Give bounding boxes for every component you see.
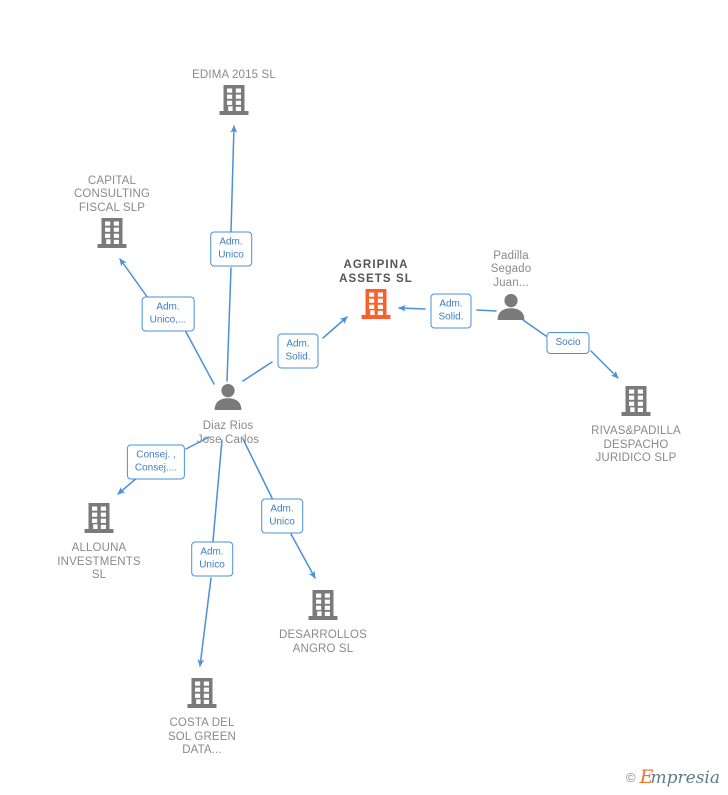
brand-name: mpresia	[650, 768, 721, 788]
edge-label-padilla-to-agripina[interactable]: Adm. Solid.	[430, 293, 472, 329]
edge-diaz-to-allouna-lower	[117, 476, 139, 495]
node-label-rivas: RIVAS&PADILLA DESPACHO JURIDICO SLP	[591, 425, 681, 464]
node-label-agripina: AGRIPINA ASSETS SL	[339, 259, 413, 285]
node-label-diaz: Diaz Rios Jose Carlos	[196, 420, 260, 446]
copyright-symbol: ©	[626, 769, 636, 785]
company-building-icon[interactable]	[566, 385, 706, 422]
edge-label-diaz-to-desarrollos[interactable]: Adm. Unico	[261, 498, 303, 534]
edge-label-diaz-to-allouna[interactable]: Consej. , Consej....	[126, 444, 186, 480]
node-edima[interactable]: EDIMA 2015 SL	[164, 69, 304, 122]
edge-diaz-to-edima-upper	[230, 125, 238, 232]
brand-initial: E	[639, 766, 654, 788]
edge-padilla-to-rivas-lower	[590, 350, 619, 379]
node-padilla[interactable]: Padilla Segado Juan...	[441, 250, 581, 328]
edge-label-diaz-to-agripina[interactable]: Adm. Solid.	[277, 333, 319, 369]
edge-diaz-to-edima-lower	[226, 267, 232, 382]
node-label-edima: EDIMA 2015 SL	[192, 68, 276, 81]
node-allouna[interactable]: ALLOUNA INVESTMENTS SL	[29, 502, 169, 583]
company-building-icon[interactable]	[132, 677, 272, 714]
node-capital[interactable]: CAPITAL CONSULTING FISCAL SLP	[42, 175, 182, 255]
company-building-icon[interactable]	[253, 589, 393, 626]
node-label-padilla: Padilla Segado Juan...	[490, 249, 532, 289]
edge-diaz-to-capital-lower	[185, 331, 215, 385]
company-building-icon[interactable]	[306, 288, 446, 325]
company-building-icon[interactable]	[29, 502, 169, 539]
node-diaz[interactable]: Diaz Rios Jose Carlos	[158, 382, 298, 447]
node-agripina[interactable]: AGRIPINA ASSETS SL	[306, 259, 446, 325]
node-rivas[interactable]: RIVAS&PADILLA DESPACHO JURIDICO SLP	[566, 385, 706, 466]
edge-diaz-to-costa-lower	[197, 577, 212, 667]
node-desarrollos[interactable]: DESARROLLOS ANGRO SL	[253, 589, 393, 656]
edge-diaz-to-capital-upper	[119, 258, 149, 299]
node-label-allouna: ALLOUNA INVESTMENTS SL	[57, 542, 141, 581]
edge-diaz-to-agripina-lower	[242, 361, 273, 382]
edge-label-diaz-to-edima[interactable]: Adm. Unico	[210, 231, 252, 267]
empresia-watermark: © Empresia	[626, 767, 720, 788]
edge-label-diaz-to-costa[interactable]: Adm. Unico	[191, 541, 233, 577]
edge-diaz-to-desarrollos-lower	[290, 533, 316, 579]
person-icon[interactable]	[441, 292, 581, 327]
node-costa[interactable]: COSTA DEL SOL GREEN DATA...	[132, 677, 272, 758]
company-building-icon[interactable]	[164, 84, 304, 121]
node-label-costa: COSTA DEL SOL GREEN DATA...	[167, 717, 237, 756]
node-label-capital: CAPITAL CONSULTING FISCAL SLP	[73, 174, 151, 214]
edge-label-diaz-to-capital[interactable]: Adm. Unico,...	[141, 296, 195, 332]
company-building-icon[interactable]	[42, 217, 182, 254]
person-icon[interactable]	[158, 382, 298, 417]
node-label-desarrollos: DESARROLLOS ANGRO SL	[279, 629, 367, 655]
edge-label-padilla-to-rivas[interactable]: Socio	[546, 332, 590, 354]
edge-diaz-to-desarrollos-upper	[242, 438, 273, 499]
edge-diaz-to-costa-upper	[212, 439, 223, 542]
